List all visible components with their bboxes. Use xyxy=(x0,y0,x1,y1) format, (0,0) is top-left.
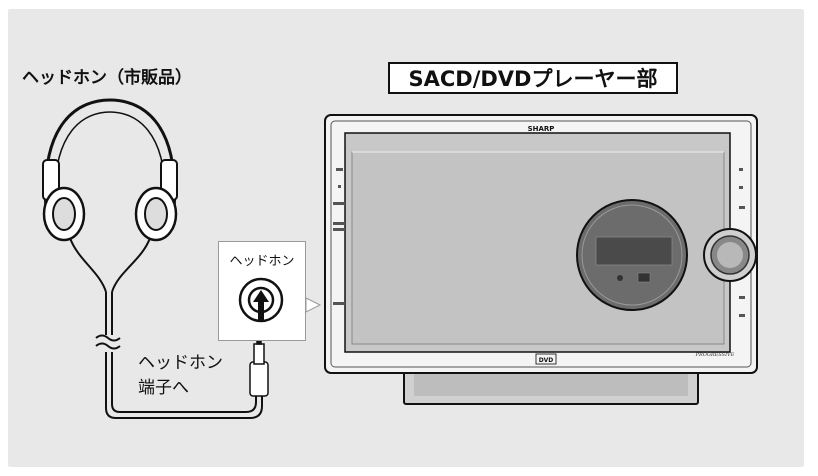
jack-icon xyxy=(238,277,284,323)
headphone-jack-callout xyxy=(305,297,322,313)
title-box: SACD/DVDプレーヤー部 xyxy=(388,62,678,94)
jack-callout-box: ヘッドホン xyxy=(218,241,306,341)
sacd-dvd-player xyxy=(324,114,758,405)
page-title: SACD/DVDプレーヤー部 xyxy=(408,67,658,91)
headphones xyxy=(42,98,263,419)
headphone-label: ヘッドホン（市販品） xyxy=(22,68,192,88)
brand-logo: SHARP xyxy=(528,125,555,133)
terminal-label-line1: ヘッドホン xyxy=(138,353,223,373)
callout-label: ヘッドホン xyxy=(229,254,295,269)
terminal-label-line2: 端子へ xyxy=(138,378,189,398)
dvd-logo: DVD xyxy=(539,357,554,364)
progressive-badge: PROGRESSIVE xyxy=(695,352,735,358)
